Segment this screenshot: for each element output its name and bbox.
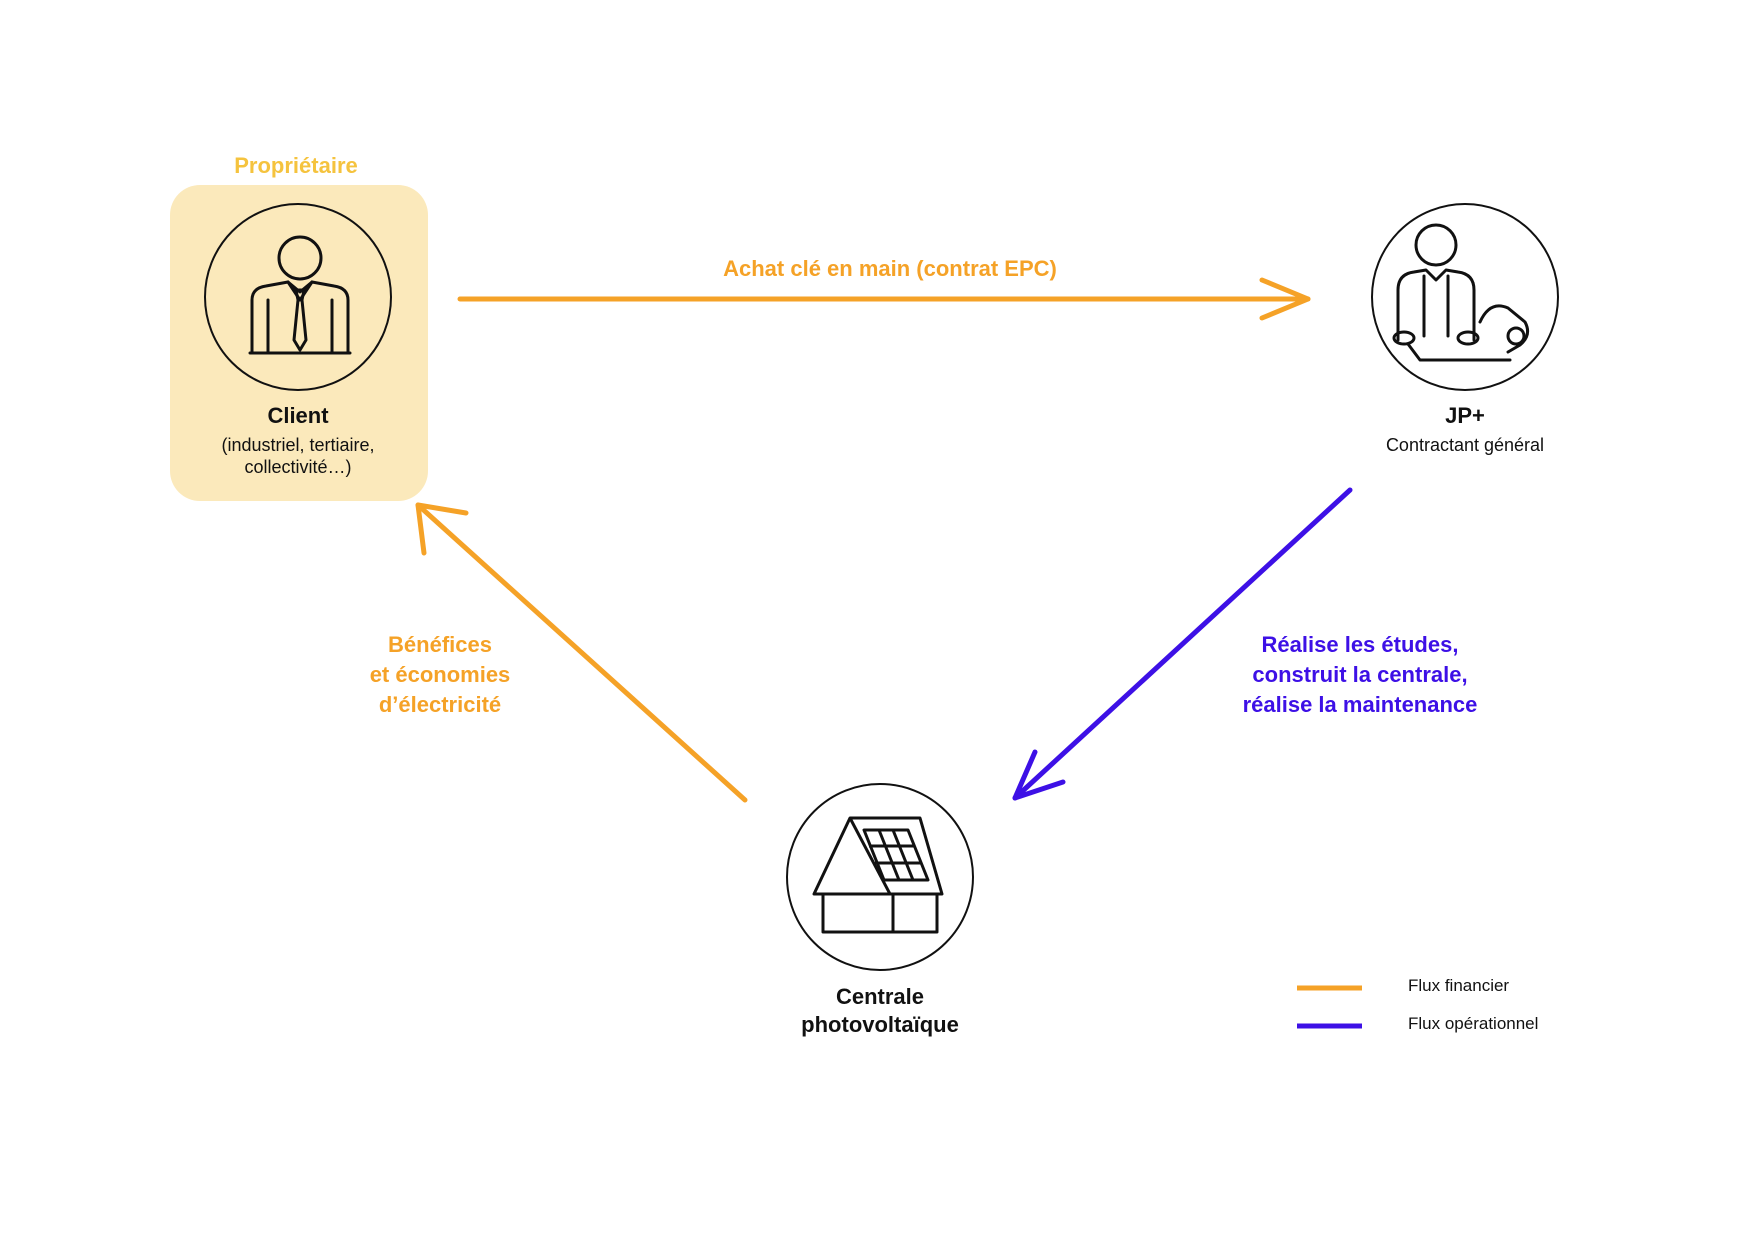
client-subtitle-line1: (industriel, tertiaire, xyxy=(221,434,375,455)
plant-circle xyxy=(786,783,974,971)
owner-highlight-box xyxy=(170,185,428,501)
flow-label-left-line1: Bénéfices xyxy=(388,632,492,657)
flow-label-left-line3: d’électricité xyxy=(378,692,502,717)
arrow-client-to-contractor xyxy=(457,277,1311,321)
contractor-circle xyxy=(1371,203,1559,391)
client-circle xyxy=(204,203,392,391)
plant-label-group: Centrale photovoltaïque xyxy=(760,983,1000,1038)
client-title: Client xyxy=(267,403,329,428)
legend-financial-label: Flux financier xyxy=(1408,976,1510,995)
plant-title-line1: Centrale xyxy=(835,984,925,1009)
legend-operational-label: Flux opérationnel xyxy=(1408,1014,1539,1033)
house-solar-panel-icon xyxy=(812,816,944,934)
flow-label-right-line3: réalise la maintenance xyxy=(1242,692,1478,717)
flow-label-left-line2: et économies xyxy=(369,662,511,687)
businessman-icon xyxy=(248,235,352,355)
owner-tag: Propriétaire xyxy=(234,153,358,178)
flow-label-left: Bénéfices et économies d’électricité xyxy=(330,630,550,720)
client-label-group: Client (industriel, tertiaire, collectiv… xyxy=(190,402,406,479)
contractor-subtitle: Contractant général xyxy=(1385,434,1545,455)
flow-label-right-line2: construit la centrale, xyxy=(1252,662,1468,687)
arrow-contractor-to-plant xyxy=(1012,487,1353,801)
contractor-title: JP+ xyxy=(1445,403,1485,428)
plant-title-line2: photovoltaïque xyxy=(801,1011,959,1037)
flow-label-right: Réalise les études, construit la central… xyxy=(1200,630,1520,720)
client-subtitle-line2: collectivité…) xyxy=(244,457,352,477)
flow-label-top: Achat clé en main (contrat EPC) xyxy=(723,256,1057,281)
flow-label-right-line1: Réalise les études, xyxy=(1261,632,1459,657)
contractor-label-group: JP+ Contractant général xyxy=(1345,402,1585,456)
arrow-plant-to-client xyxy=(415,502,748,803)
engineer-with-plans-icon xyxy=(1392,223,1530,362)
